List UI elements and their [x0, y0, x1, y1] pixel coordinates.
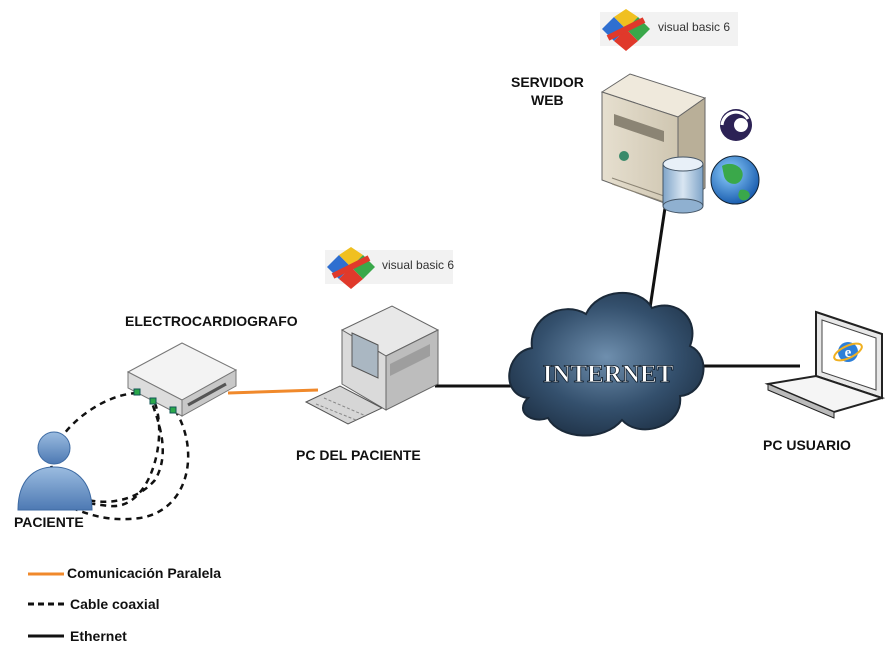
pc-paciente-label: PC DEL PACIENTE	[296, 447, 421, 463]
visual-basic-logo-icon-server	[600, 9, 738, 51]
internet-explorer-icon: e	[833, 342, 863, 362]
ecg-label: ELECTROCARDIOGRAFO	[125, 313, 298, 329]
server-label-line1: SERVIDOR	[511, 74, 584, 90]
legend-label-ethernet: Ethernet	[70, 628, 127, 644]
keyboard-icon	[304, 385, 384, 425]
pc-usuario-label: PC USUARIO	[763, 437, 851, 453]
server-tower-icon	[600, 73, 707, 209]
paciente-label: PACIENTE	[14, 514, 84, 530]
svg-text:e: e	[845, 345, 852, 361]
internet-cloud-icon	[508, 292, 705, 437]
server-label-line2: WEB	[531, 92, 564, 108]
ethernet-line-server	[648, 207, 667, 309]
ecg-device-icon	[126, 342, 238, 417]
vb-badge-pc-label: visual basic 6	[382, 258, 455, 272]
globe-icon	[710, 155, 760, 205]
visual-basic-logo-icon-pc	[325, 247, 453, 289]
eclipse-icon	[720, 109, 752, 141]
vb-badge-server-label: visual basic 6	[658, 20, 731, 34]
parallel-line	[227, 388, 319, 395]
internet-label: INTERNET	[543, 361, 674, 388]
database-icon	[662, 156, 704, 214]
desktop-pc-icon	[340, 305, 440, 411]
legend-label-coax: Cable coaxial	[70, 596, 160, 612]
patient-person-icon	[17, 431, 93, 511]
legend-label-parallel: Comunicación Paralela	[67, 565, 222, 581]
